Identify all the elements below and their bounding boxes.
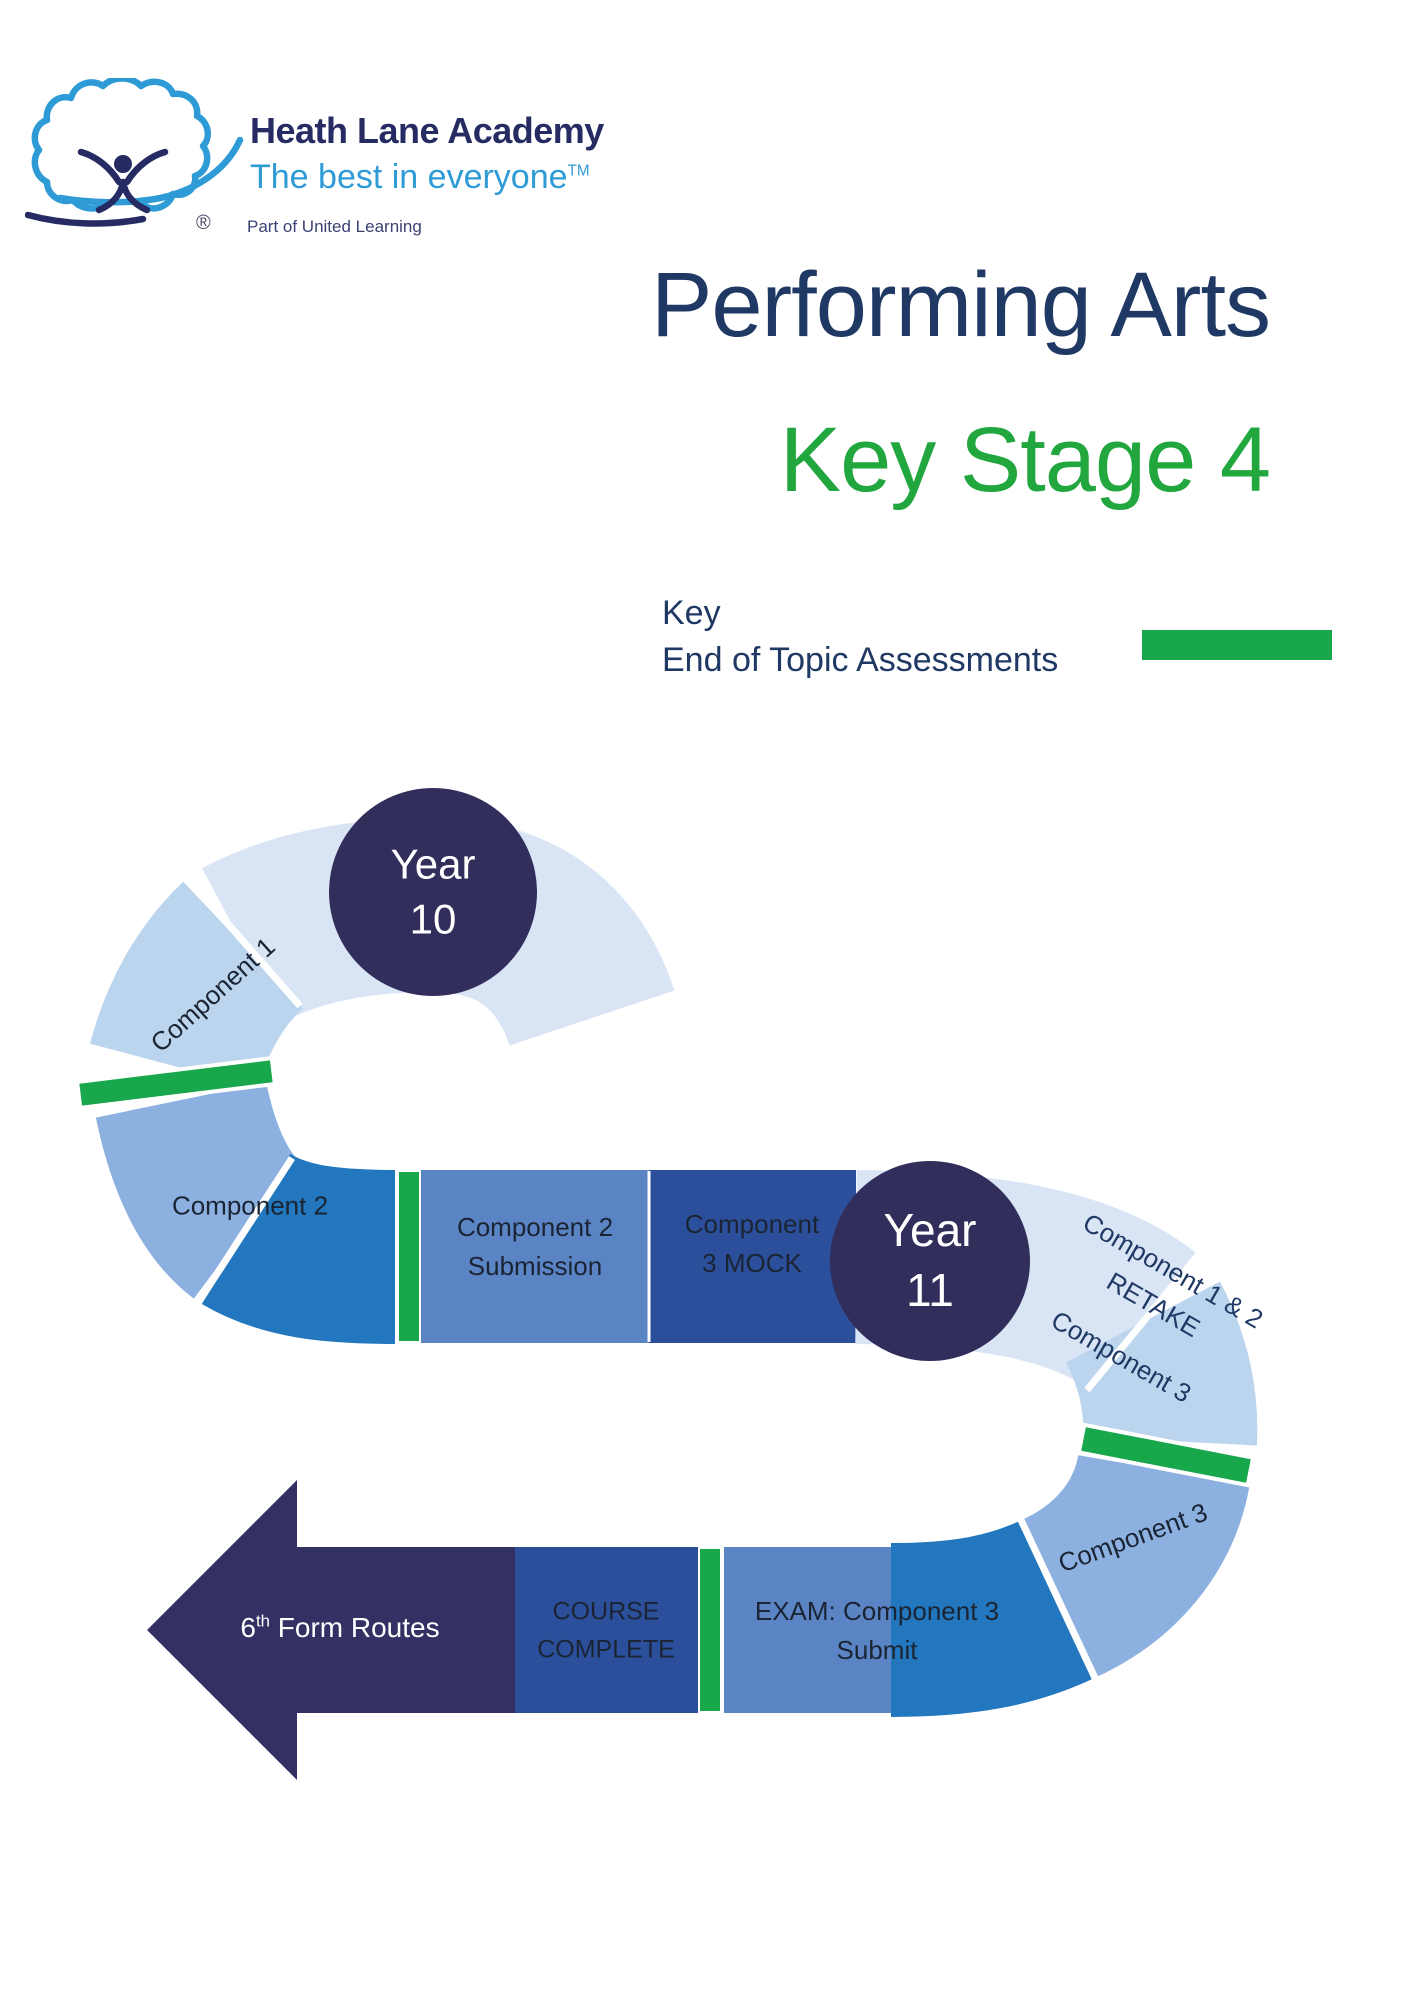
separator-comp2-turn	[197, 1156, 295, 1302]
legend-green-swatch	[1142, 630, 1332, 660]
label-course-line2: COMPLETE	[537, 1635, 675, 1663]
box-course-complete	[515, 1547, 698, 1713]
year-10-line1: Year	[390, 840, 476, 888]
logo-person-arms	[77, 148, 169, 186]
assessment-bar-left	[74, 1055, 278, 1111]
logo-ground-stroke	[25, 211, 147, 227]
school-logo-icon	[25, 78, 244, 227]
logo-tree-crown	[31, 78, 212, 212]
assessment-bar-middle	[395, 1168, 423, 1345]
label-sixth-form-routes: 6th Form Routes	[240, 1607, 439, 1649]
year-11-line1: Year	[883, 1204, 977, 1257]
key-stage-title: Key Stage 4	[779, 408, 1271, 511]
logo-person-body	[95, 178, 151, 214]
logo-person-head	[114, 155, 132, 173]
segment-component-3-lower	[1020, 1452, 1250, 1679]
legend-heading: Key	[662, 594, 721, 632]
separator-start-comp1	[183, 873, 303, 1009]
trademark-mark: TM	[567, 162, 590, 180]
school-tagline: The best in everyoneTM	[250, 158, 590, 197]
separator-comp3-turn	[1017, 1518, 1099, 1680]
registered-mark: ®	[196, 212, 211, 234]
assessment-bar-bottom	[696, 1545, 724, 1715]
box-component-2-submission	[421, 1170, 649, 1343]
school-group-caption: Part of United Learning	[247, 217, 422, 236]
segment-component-2-turn	[201, 1152, 400, 1344]
label-course-complete: COURSE COMPLETE	[519, 1594, 694, 1669]
label-exam-component-3: EXAM: Component 3 Submit	[754, 1596, 1000, 1665]
label-component-2-submission: Component 2 Submission	[456, 1212, 614, 1281]
legend-item-label: End of Topic Assessments	[662, 640, 1059, 679]
year-10-label: Year 10	[391, 837, 476, 946]
sixth-form-arrow	[147, 1480, 515, 1780]
segment-component-3-upper	[1065, 1281, 1258, 1446]
year-11-label: Year 11	[884, 1201, 977, 1321]
label-component-3-mock: Component 3 MOCK	[684, 1209, 820, 1278]
box-component-3-mock	[649, 1170, 856, 1343]
segment-component-1	[89, 881, 305, 1090]
year-10-circle	[329, 788, 537, 996]
school-name: Heath Lane Academy	[250, 110, 604, 151]
separator-retake-comp3	[1084, 1251, 1202, 1393]
sixth-form-number: 6	[240, 1612, 256, 1643]
label-component-2: Component 2	[171, 1190, 329, 1221]
year-11-line2: 11	[906, 1264, 954, 1316]
page-title: Performing Arts Key Stage 4	[651, 228, 1271, 537]
sixth-form-ordinal: th	[255, 1611, 270, 1631]
year-10-line2: 10	[409, 895, 457, 942]
year-11-circle	[830, 1161, 1030, 1361]
segment-component-2	[95, 1081, 302, 1299]
sixth-form-text: Form Routes	[269, 1612, 440, 1643]
label-course-line1: COURSE	[552, 1597, 660, 1626]
tagline-text: The best in everyone	[250, 158, 568, 196]
subject-title: Performing Arts	[651, 254, 1271, 356]
assessment-bar-right	[1076, 1422, 1256, 1488]
legend: Key End of Topic Assessments	[662, 590, 1058, 684]
box-exam-component-3	[722, 1547, 891, 1713]
logo-swoosh	[56, 136, 244, 206]
segment-component-3-turn	[890, 1519, 1096, 1717]
